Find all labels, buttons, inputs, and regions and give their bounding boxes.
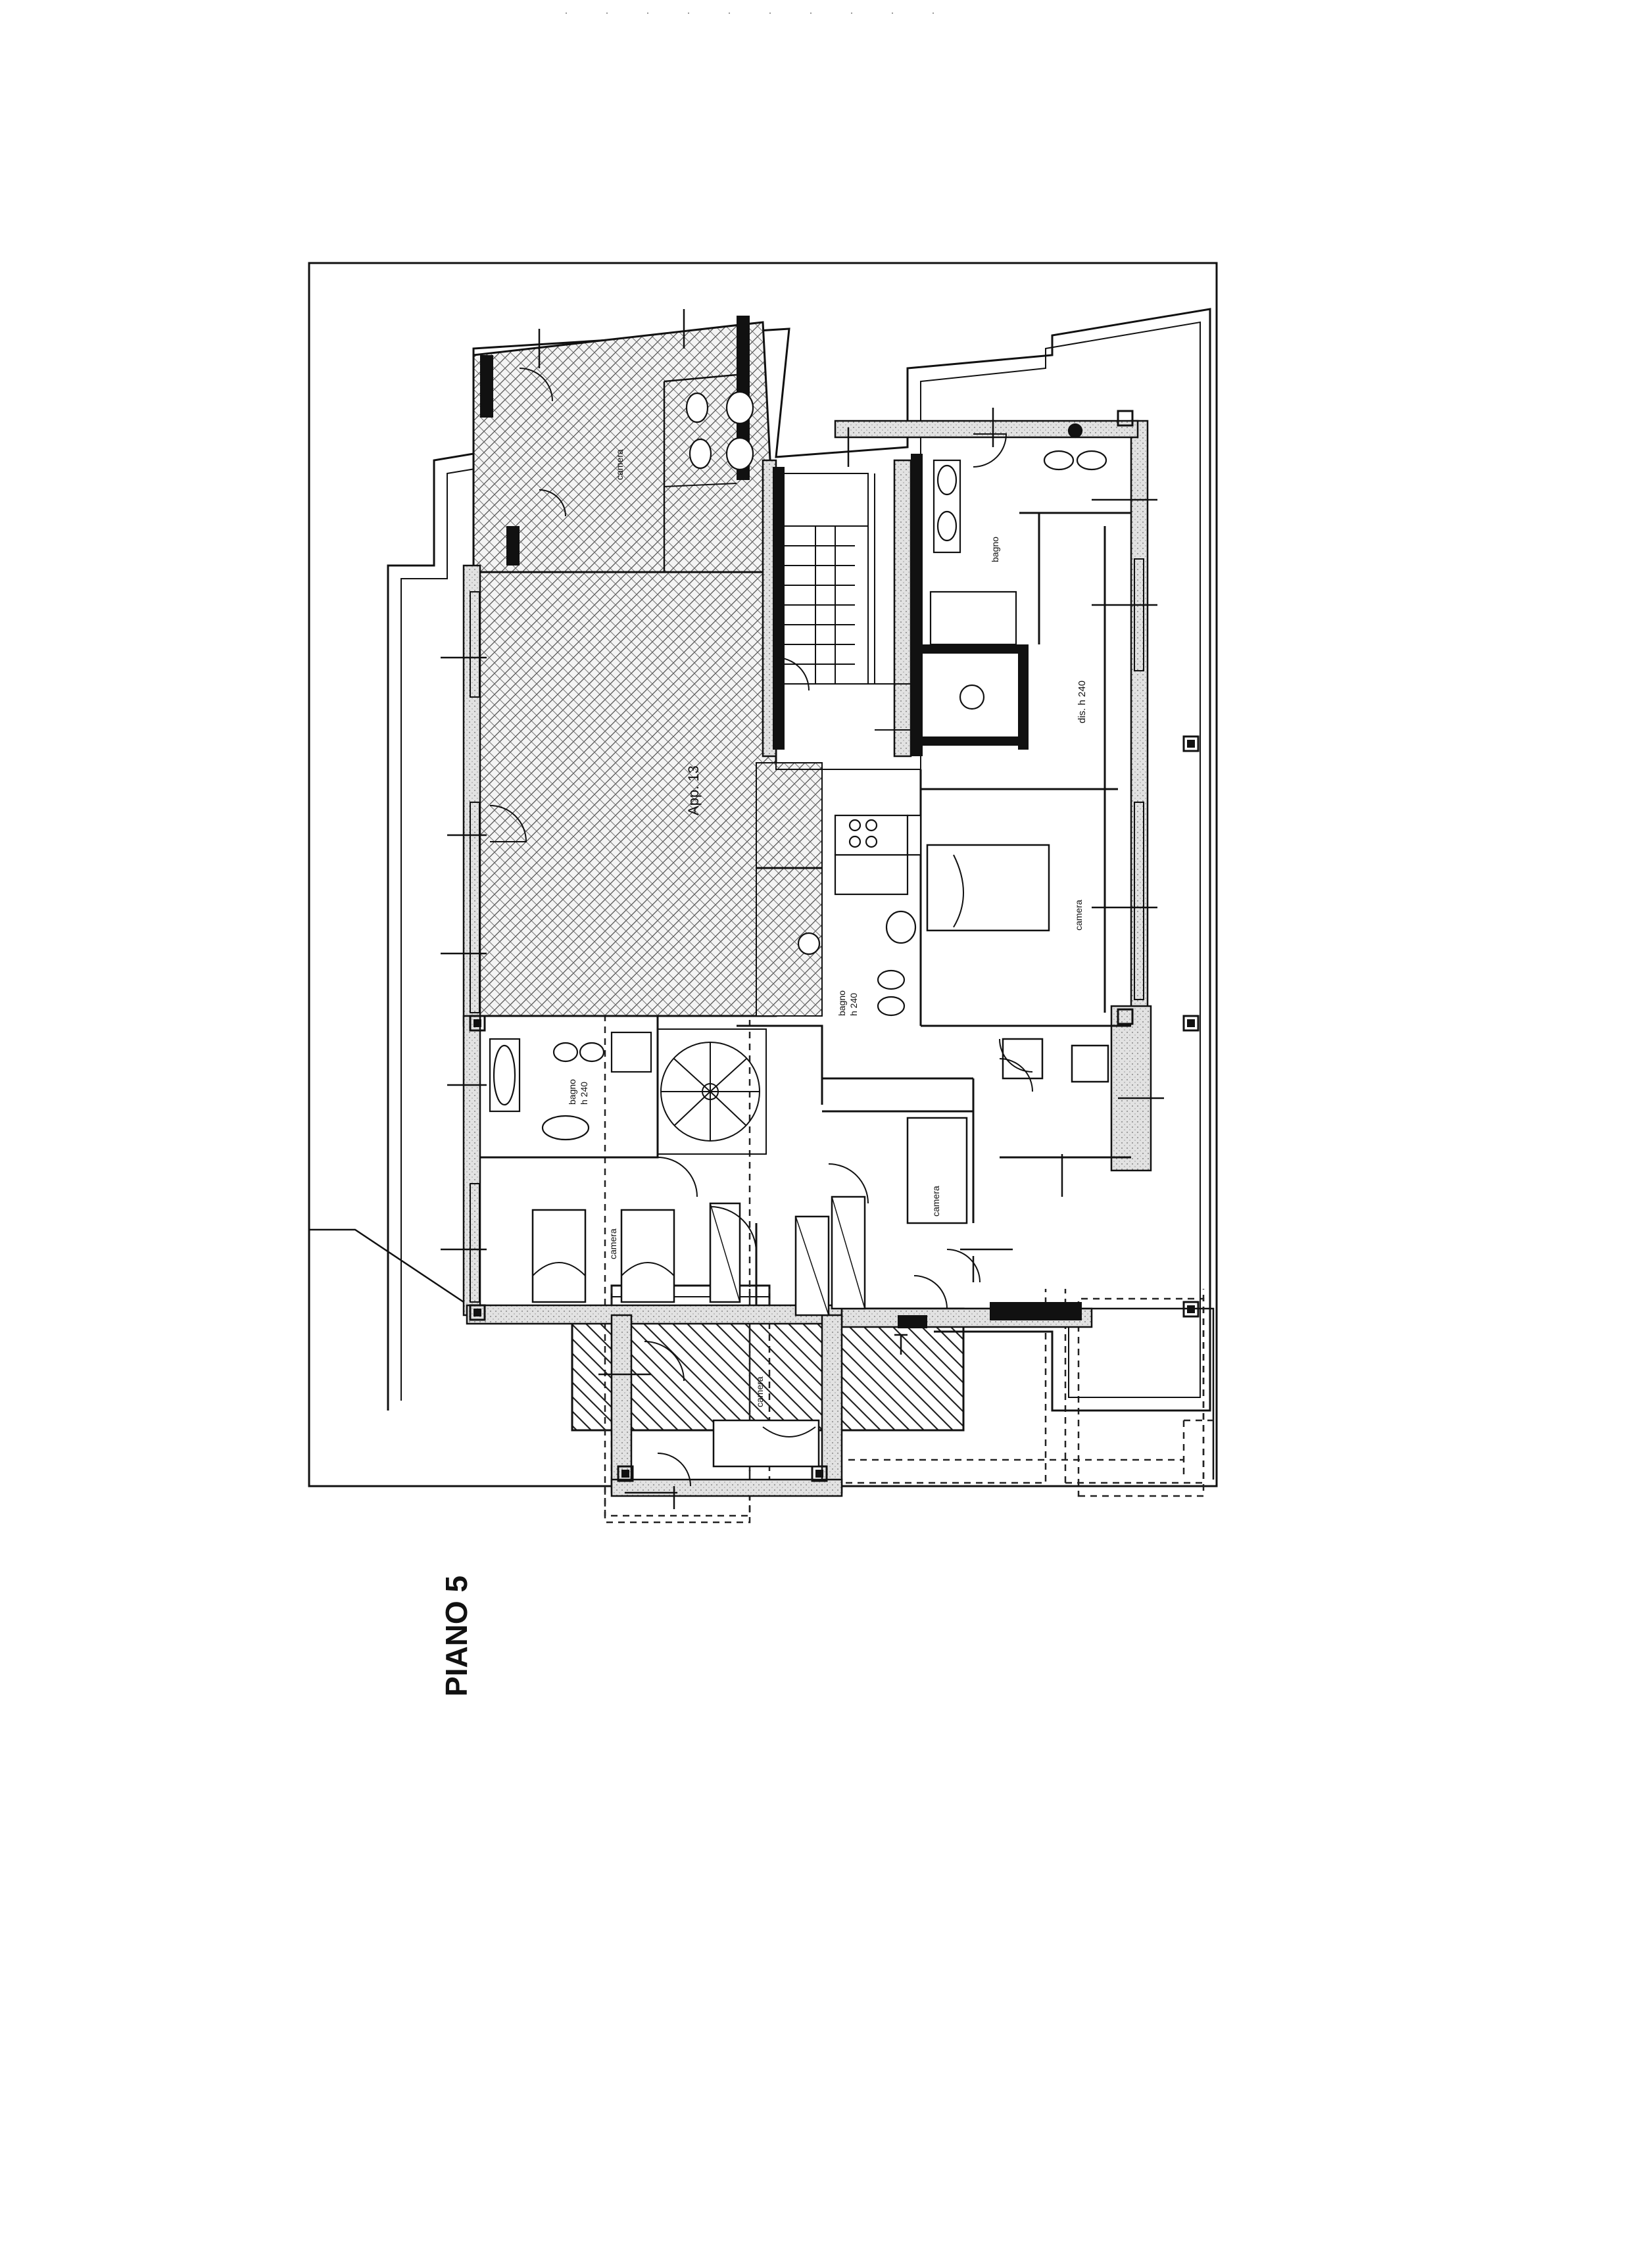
room-label-bagno-center: bagno: [837, 990, 847, 1016]
room-label-camera-bottom: camera: [754, 1376, 765, 1407]
room-label-camera-left: camera: [608, 1228, 618, 1259]
room-label-disimpegno: dis. h 240: [1077, 681, 1088, 723]
staircase: [775, 473, 921, 855]
apartment-label: App. 13: [685, 765, 702, 815]
title-label: PIANO 5: [439, 1576, 473, 1697]
furniture-beds: [531, 844, 1109, 1468]
kitchen-block: [834, 814, 922, 856]
room-label-bagno-right-top: bagno: [990, 537, 1000, 562]
terrace-outline: [387, 308, 1211, 1412]
corner-line: [309, 1228, 474, 1310]
spiral-staircase: [657, 1028, 767, 1155]
room-label-camera-small: camera: [931, 1186, 941, 1217]
window-markers: [441, 309, 1164, 1509]
hatched-terrace: [571, 1307, 965, 1432]
room-label-bagno-left-height: h 240: [579, 1082, 589, 1105]
room-label-camera-top: camera: [614, 449, 625, 480]
bathroom-fixtures: [489, 391, 1107, 1141]
door-swings: [489, 368, 1033, 1487]
partitions: [480, 512, 1131, 1305]
window-strips: [470, 558, 1144, 1303]
room-label-bagno-center-height: h 240: [848, 993, 859, 1016]
room-label-bagno-left: bagno: [567, 1079, 577, 1105]
wardrobes: [709, 1195, 866, 1316]
walls: [462, 420, 1152, 1497]
room-label-camera-right: camera: [1073, 900, 1084, 930]
